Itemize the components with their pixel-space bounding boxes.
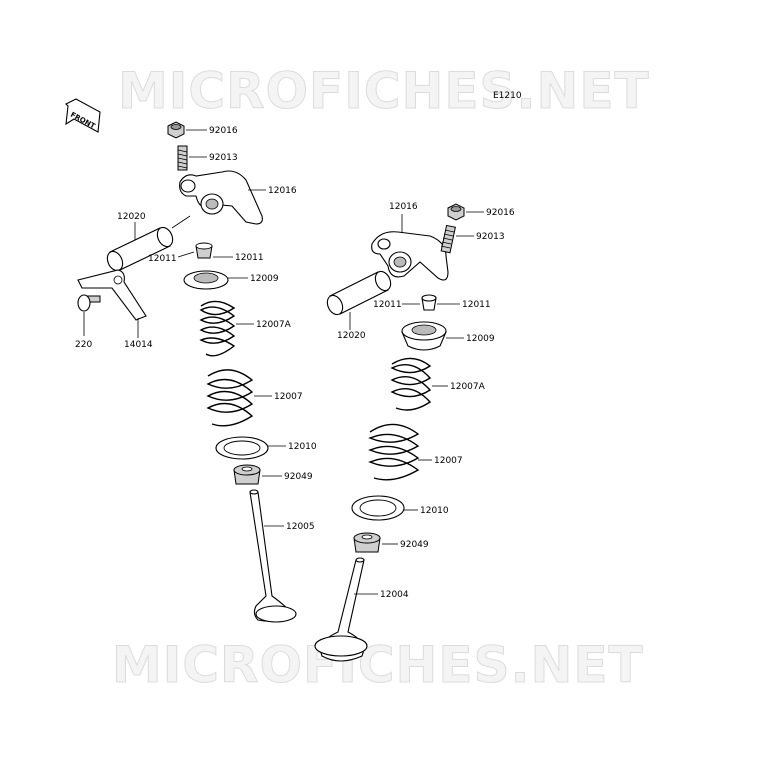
nut-92016-right: [447, 203, 465, 221]
callout-14014: 14014: [124, 340, 153, 350]
callout-12005: 12005: [286, 522, 315, 532]
callout-12020-right: 12020: [337, 331, 366, 341]
rocker-arm-12016-right: [371, 231, 449, 281]
callout-12020-left: 12020: [117, 212, 146, 222]
retainer-12009-left: [183, 270, 229, 290]
callout-92013-right: 92013: [476, 232, 505, 242]
callout-12007a-left: 12007A: [256, 320, 292, 330]
valve-12004: [314, 557, 368, 662]
nut-92016-left: [167, 121, 185, 139]
spring-seat-12010-left: [215, 436, 269, 460]
callout-12007-left: 12007: [274, 392, 303, 402]
spring-seat-12010-right: [351, 495, 405, 521]
callout-92049-left: 92049: [284, 472, 313, 482]
callout-92016-left: 92016: [209, 126, 238, 136]
outer-spring-12007-right: [368, 423, 420, 481]
watermark-bottom: MICROFICHES.NET: [112, 636, 644, 694]
adjust-screw-92013-left: [177, 145, 188, 171]
callout-92016-right: 92016: [486, 208, 515, 218]
diagram-code: E1210: [493, 91, 522, 101]
callout-12007a-right: 12007A: [450, 382, 486, 392]
callout-12009-right: 12009: [466, 334, 495, 344]
collet-12011-right: [421, 294, 437, 311]
callout-12010-left: 12010: [288, 442, 317, 452]
retainer-12009-right: [401, 321, 447, 351]
rocker-shaft-12020-left: [106, 226, 174, 272]
adjust-screw-92013-right: [440, 224, 456, 254]
inner-spring-12007a-left: [199, 300, 236, 357]
valve-seal-92049-right: [353, 532, 381, 553]
rocker-arm-12016-left: [179, 170, 263, 225]
callout-220: 220: [75, 340, 92, 350]
callout-12011-left-1: 12011: [148, 254, 177, 264]
callout-12009-left: 12009: [250, 274, 279, 284]
callout-92013-left: 92013: [209, 153, 238, 163]
callout-12016-left: 12016: [268, 186, 297, 196]
watermark-top: MICROFICHES.NET: [118, 62, 650, 120]
callout-12011-left-2: 12011: [235, 253, 264, 263]
callout-12011-right-2: 12011: [462, 300, 491, 310]
callout-12011-right-1: 12011: [373, 300, 402, 310]
valve-12005: [249, 489, 297, 623]
valve-seal-92049-left: [233, 464, 261, 485]
callout-12016-right: 12016: [389, 202, 418, 212]
callout-12004: 12004: [380, 590, 409, 600]
rocker-shaft-12020-right: [326, 270, 392, 316]
inner-spring-12007a-right: [390, 357, 432, 411]
outer-spring-12007-left: [206, 369, 254, 427]
collet-12011-left: [195, 242, 213, 259]
callout-12007-right: 12007: [434, 456, 463, 466]
callout-92049-right: 92049: [400, 540, 429, 550]
callout-12010-right: 12010: [420, 506, 449, 516]
front-arrow-icon: FRONT: [65, 98, 101, 133]
bracket-14014: [77, 269, 147, 321]
bolt-220: [77, 294, 101, 312]
